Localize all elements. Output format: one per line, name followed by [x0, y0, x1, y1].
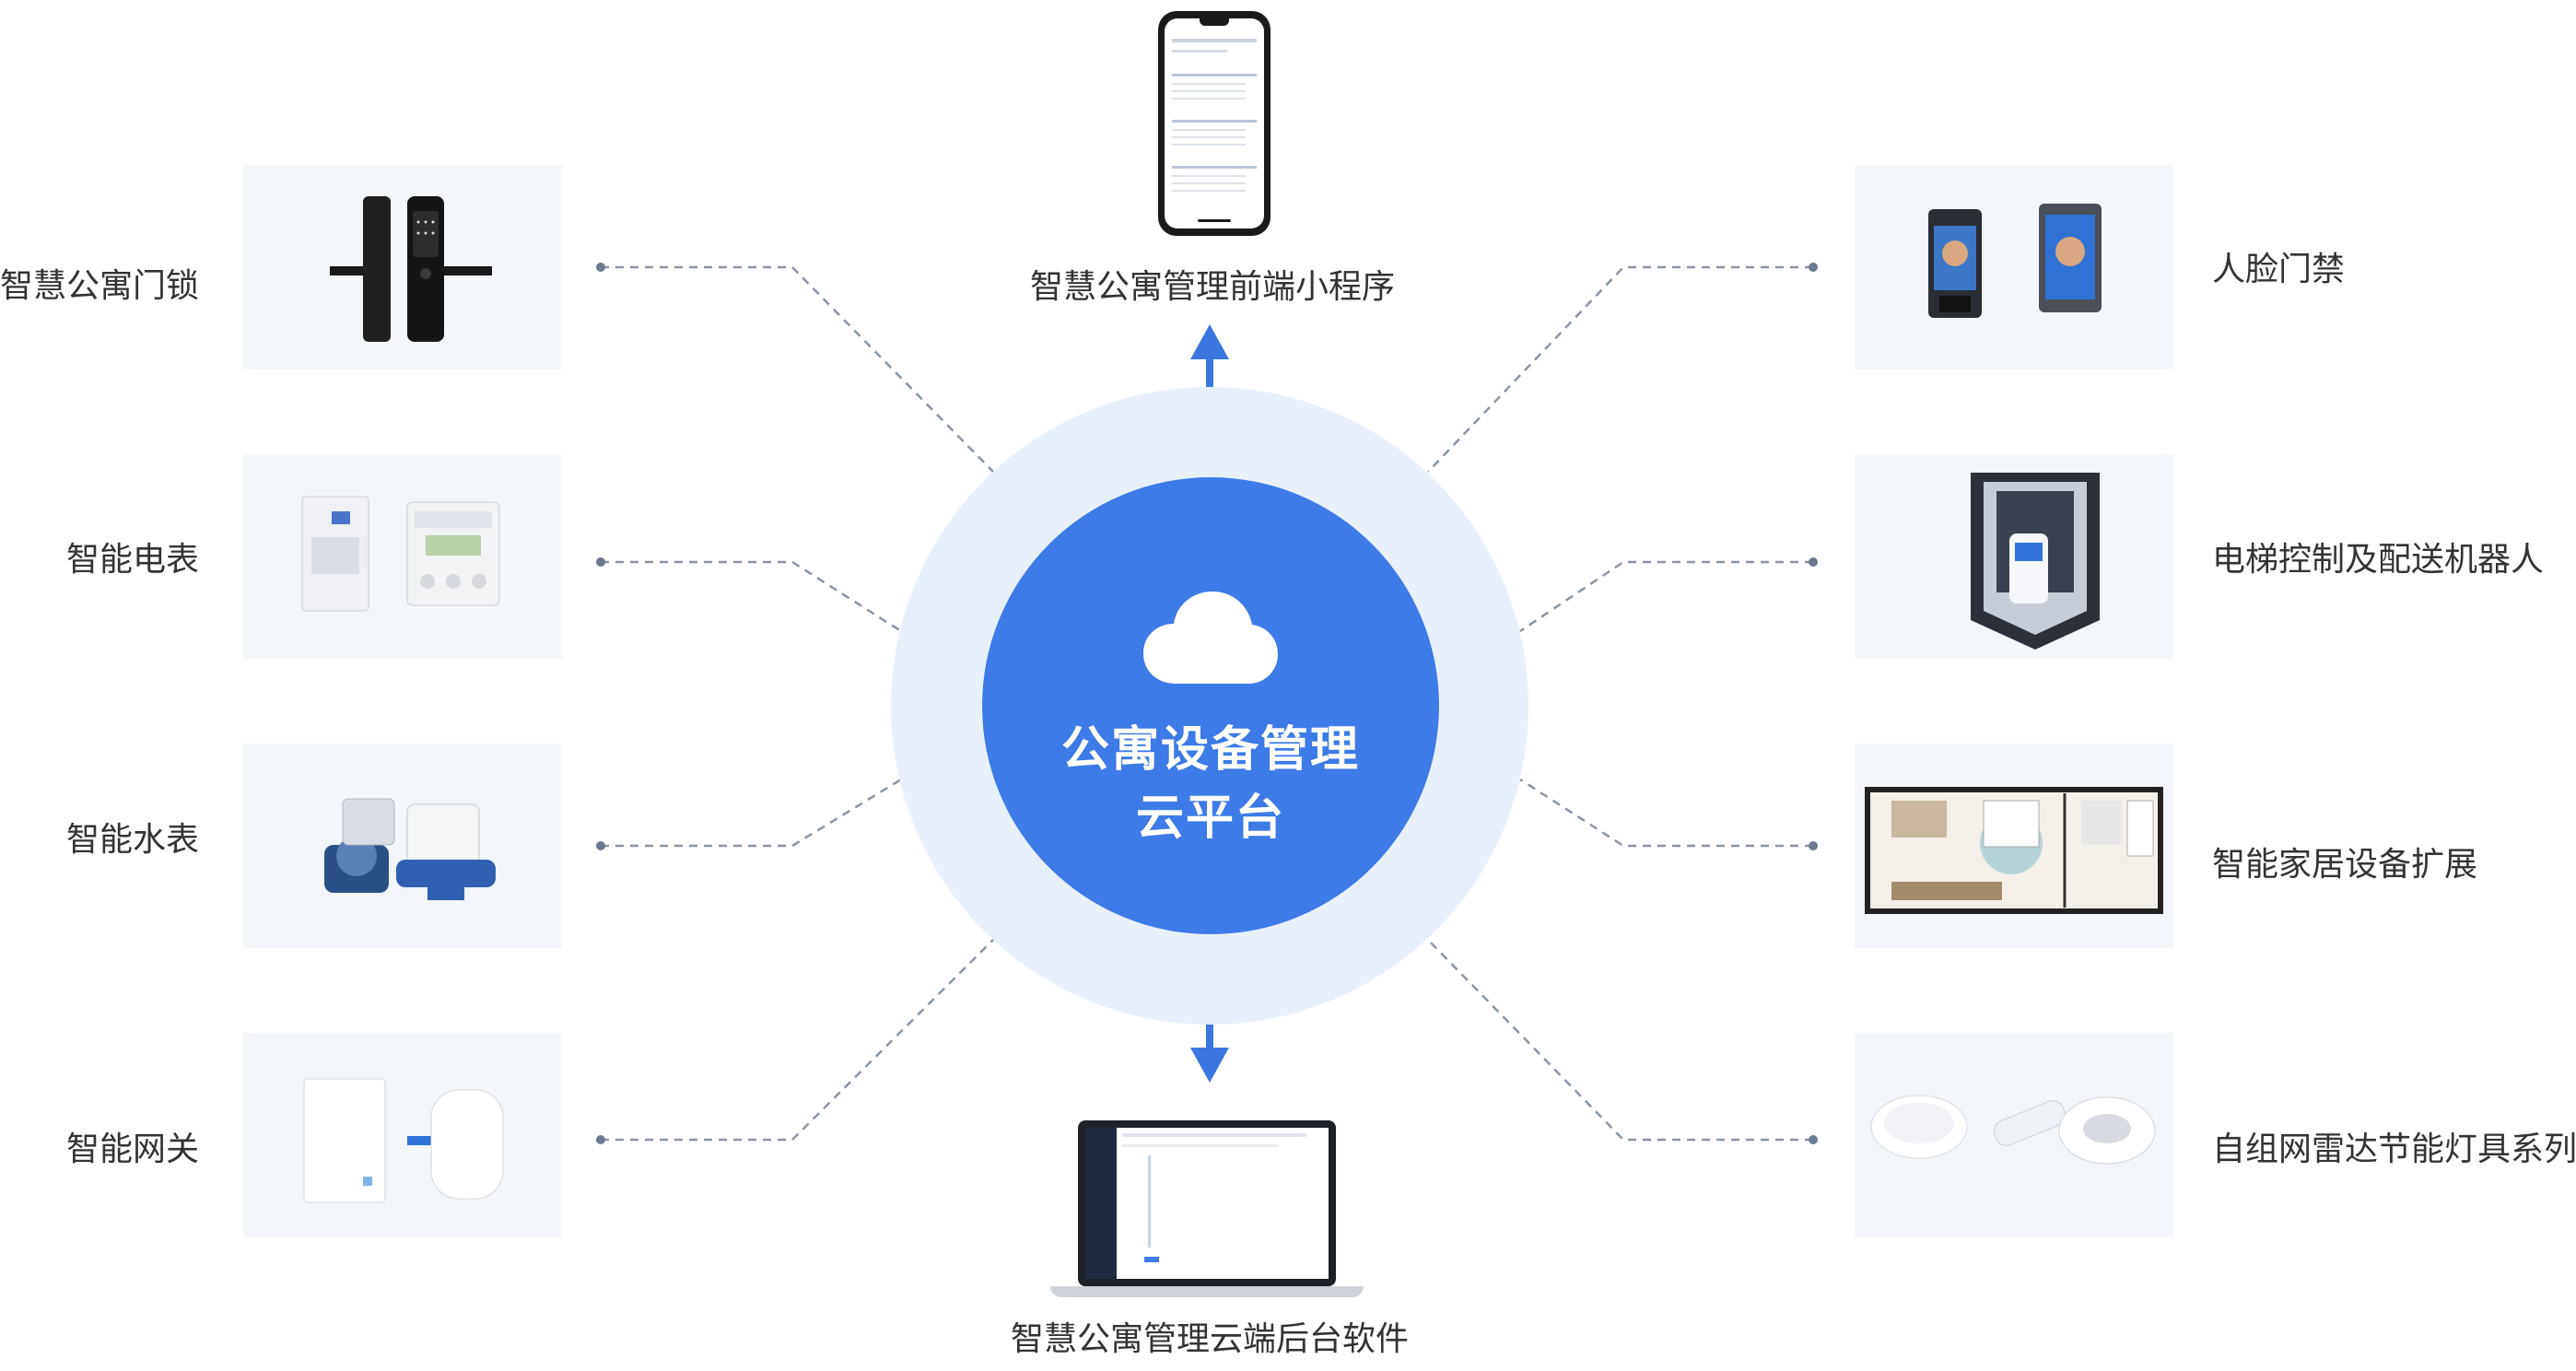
device-label-gateway: 智能网关: [66, 1131, 200, 1168]
connector-dot: [1809, 1135, 1818, 1144]
connector-water-meter: [601, 778, 902, 848]
top-node-label: 智慧公寓管理前端小程序: [1029, 268, 1395, 306]
door-lock-image: [330, 196, 492, 342]
device-label-smart-home: 智能家居设备扩展: [2212, 846, 2478, 884]
device-label-elevator-robot: 电梯控制及配送机器人: [2212, 541, 2545, 579]
electric-meter-image: [301, 496, 500, 612]
smartphone-image: [1158, 11, 1270, 236]
connector-dot: [1809, 263, 1818, 272]
elevator-robot-image: [1971, 473, 2100, 650]
device-card-radar-lights: [1855, 1033, 2173, 1237]
connector-dot: [596, 263, 605, 272]
device-card-door-lock: [243, 165, 562, 369]
connector-smart-home: [1519, 778, 1813, 848]
face-access-image: [1928, 204, 2102, 318]
connector-dot: [596, 1135, 605, 1144]
device-card-elevator-robot: [1855, 454, 2173, 659]
device-card-smart-home: [1855, 744, 2173, 948]
device-label-face-access: 人脸门禁: [2212, 251, 2346, 288]
hub-title-line2: 云平台: [1135, 791, 1285, 846]
device-label-water-meter: 智能水表: [66, 821, 200, 859]
connector-lighting: [1427, 939, 1813, 1142]
water-meter-image: [324, 798, 496, 900]
device-label-radar-lights: 自组网雷达节能灯具系列: [2212, 1131, 2576, 1168]
laptop-image: [1050, 1117, 1364, 1301]
connector-electric-meter: [601, 560, 902, 633]
connector-dot: [596, 841, 605, 850]
cloud-icon: [1143, 592, 1278, 684]
smart-home-floorplan-image: [1865, 787, 2163, 914]
device-card-gateway: [243, 1033, 562, 1237]
connector-dot: [596, 557, 605, 567]
bottom-node-label: 智慧公寓管理云端后台软件: [1010, 1320, 1409, 1358]
connector-door-lock: [601, 265, 994, 473]
hub-circle: 公寓设备管理 云平台: [982, 477, 1439, 934]
radar-lights-image: [1870, 1095, 2156, 1165]
device-card-face-access: [1855, 165, 2173, 369]
device-label-door-lock: 智慧公寓门锁: [0, 267, 200, 305]
hub-title-line1: 公寓设备管理: [1060, 722, 1360, 778]
connector-gateway: [601, 939, 994, 1142]
device-card-water-meter: [243, 744, 562, 948]
gateway-image: [303, 1078, 504, 1203]
device-card-electric-meter: [243, 454, 562, 659]
connector-elevator: [1519, 560, 1813, 633]
connector-dot: [1809, 841, 1818, 850]
connector-face-access: [1427, 265, 1813, 473]
device-label-electric-meter: 智能电表: [66, 541, 200, 579]
connector-dot: [1809, 557, 1818, 567]
